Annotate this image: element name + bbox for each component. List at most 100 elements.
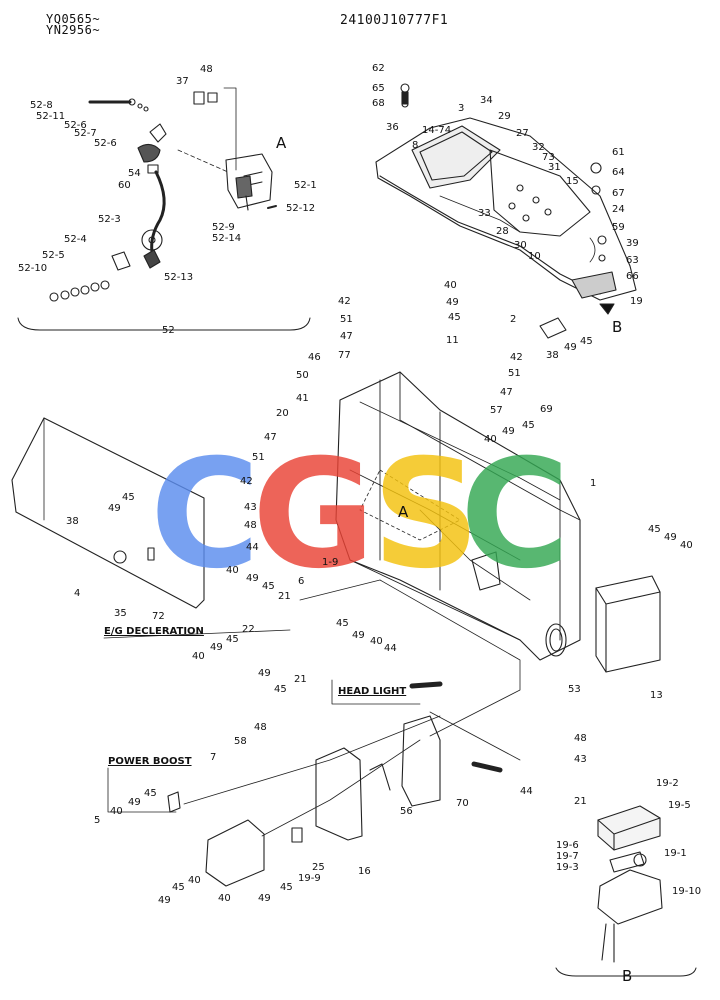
part-label: 6 (298, 576, 305, 587)
part-label: 44 (384, 643, 397, 654)
part-label: 20 (276, 408, 289, 419)
part-label: 42 (240, 476, 253, 487)
lever-assembly-52 (17, 87, 311, 331)
part-label: 45 (448, 312, 461, 323)
part-label: 19-9 (298, 873, 321, 884)
part-label: 57 (490, 405, 503, 416)
part-label: 54 (128, 168, 141, 179)
watermark-letter-s: S (372, 428, 481, 602)
part-label: 52-5 (42, 250, 65, 261)
part-label: 49 (446, 297, 459, 308)
part-label: 4 (74, 588, 81, 599)
part-label: 45 (648, 524, 661, 535)
part-label: 40 (226, 565, 239, 576)
part-label: 45 (336, 618, 349, 629)
part-label: 43 (574, 754, 587, 765)
part-label: 40 (110, 806, 123, 817)
part-label: 60 (118, 180, 131, 191)
part-label: 21 (294, 674, 307, 685)
watermark-letter-c2: C (460, 428, 571, 602)
part-label: 52-8 (30, 100, 53, 111)
part-label: 21 (574, 796, 587, 807)
view-marker-a-mid: A (398, 503, 409, 521)
part-label: 52-12 (286, 203, 316, 214)
part-label: 47 (500, 387, 513, 398)
part-label: 50 (296, 370, 309, 381)
part-label: 19-7 (556, 851, 579, 862)
part-label: 46 (308, 352, 321, 363)
part-label: 49 (258, 893, 271, 904)
part-label: 69 (540, 404, 553, 415)
part-label: 1 (590, 478, 597, 489)
part-label: 19 (630, 296, 643, 307)
part-label: 42 (510, 352, 523, 363)
part-label: 49 (210, 642, 223, 653)
watermark-letter-g: G (252, 428, 376, 602)
drawing-number: 24100J10777F1 (340, 13, 449, 28)
part-label: 19-5 (668, 800, 691, 811)
part-label: 19-2 (656, 778, 679, 789)
part-label: 42 (338, 296, 351, 307)
part-label: 45 (262, 581, 275, 592)
part-label: 16 (358, 866, 371, 877)
part-label: 13 (650, 690, 663, 701)
part-label: 45 (274, 684, 287, 695)
part-label: 49 (664, 532, 677, 543)
part-label: 56 (400, 806, 413, 817)
part-label: 5 (94, 815, 101, 826)
part-label: 61 (612, 147, 625, 158)
caption-eg-deceleration: E/G DECLERATION (104, 626, 204, 637)
part-label: 52-10 (18, 263, 48, 274)
part-label: 52-6 (94, 138, 117, 149)
part-label: 53 (568, 684, 581, 695)
part-label: 27 (516, 128, 529, 139)
serial-2: YN2956~ (46, 23, 101, 37)
part-label: 64 (612, 167, 625, 178)
caption-head-light: HEAD LIGHT (338, 686, 407, 697)
part-label: 47 (264, 432, 277, 443)
part-label: 73 (542, 152, 555, 163)
part-label: 19-1 (664, 848, 687, 859)
part-label: 24 (612, 204, 625, 215)
part-label: 34 (480, 95, 493, 106)
part-label: 62 (372, 63, 385, 74)
part-label: 49 (158, 895, 171, 906)
part-label: 25 (312, 862, 325, 873)
part-label: 37 (176, 76, 189, 87)
part-label: 28 (496, 226, 509, 237)
part-label: 45 (172, 882, 185, 893)
part-label: 52-1 (294, 180, 317, 191)
part-label: 33 (478, 208, 491, 219)
part-label: 40 (370, 636, 383, 647)
part-label: 67 (612, 188, 625, 199)
part-label: 32 (532, 142, 545, 153)
part-label: 49 (108, 503, 121, 514)
group-label-52: 52 (162, 325, 175, 336)
main-frame (11, 371, 661, 673)
part-label: 40 (188, 875, 201, 886)
part-label: 52-14 (212, 233, 242, 244)
part-label: 8 (412, 140, 419, 151)
part-label: 44 (520, 786, 533, 797)
watermark-letter-c1: C (150, 428, 261, 602)
part-label: 52-7 (74, 128, 97, 139)
part-label: 29 (498, 111, 511, 122)
part-label: 15 (566, 176, 579, 187)
part-label: 52-13 (164, 272, 194, 283)
part-label: 63 (626, 255, 639, 266)
part-label: 70 (456, 798, 469, 809)
part-label: 21 (278, 591, 291, 602)
part-label: 3 (458, 103, 465, 114)
part-label: 35 (114, 608, 127, 619)
lower-assembly (167, 579, 521, 887)
part-label: 31 (548, 162, 561, 173)
part-label: 1-9 (322, 557, 339, 568)
part-label: 38 (546, 350, 559, 361)
part-label: 52-9 (212, 222, 235, 233)
part-label: 40 (680, 540, 693, 551)
part-label: 19-6 (556, 840, 579, 851)
part-label: 45 (280, 882, 293, 893)
part-label: 45 (522, 420, 535, 431)
